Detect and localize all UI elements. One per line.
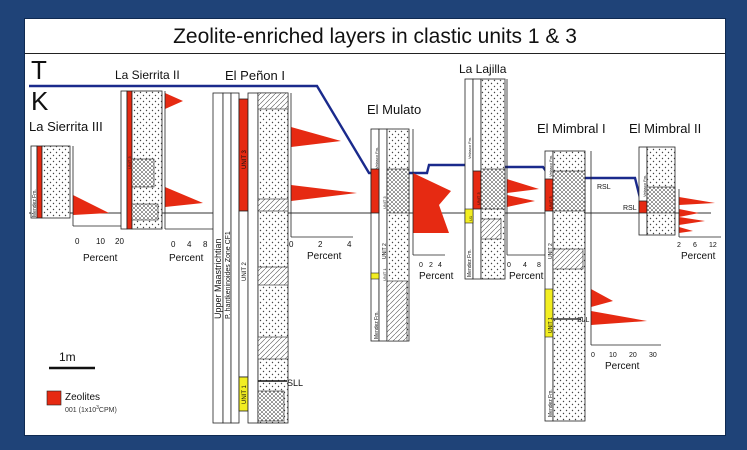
section-el-mimbral-i: El Mimbral I Velasco Fm. Mendez Fm. UNIT… <box>537 121 661 422</box>
axis-tick: 2 <box>429 262 433 269</box>
section-la-sierrita-ii: La Sierrita II UNIT 3 0 4 8 Percent <box>115 68 217 264</box>
axis-tick: 8 <box>203 240 208 249</box>
axis-tick: 6 <box>693 242 697 249</box>
boundary-lower-label: K <box>31 86 49 116</box>
axis-tick: 0 <box>419 262 423 269</box>
unit-label: UNIT 2 <box>548 243 554 259</box>
scale-bar-label: 1m <box>59 350 76 364</box>
zeolite-profile <box>413 173 451 233</box>
unit-label: UNIT 1 <box>548 317 554 333</box>
formation-label: Mendez Fm. <box>548 389 554 417</box>
zeolite-profile <box>591 289 613 307</box>
unit-label: UNIT 1 <box>242 384 248 404</box>
zeolite-profile <box>507 179 539 193</box>
axis-tick: 0 <box>591 352 595 359</box>
unit-label: UNIT 3 <box>548 196 553 209</box>
formation-label: Velasco Fm. <box>374 147 379 169</box>
marker-label: RSL <box>623 205 637 212</box>
axis-tick: 20 <box>115 237 124 246</box>
marker-label: SLL <box>287 378 303 388</box>
axis-label: Percent <box>681 251 716 262</box>
boundary-upper-label: T <box>31 55 47 85</box>
axis-tick: 2 <box>318 240 323 249</box>
unit-label: UNIT 3 <box>242 149 248 169</box>
zone-label: P. hantkeninoides Zone CF1 <box>225 231 232 319</box>
zeolite-profile <box>679 197 715 205</box>
axis-label: Percent <box>83 253 118 264</box>
figure-panel: Zeolite-enriched layers in clastic units… <box>24 18 726 436</box>
stratigraphic-diagram: T K La Sierrita III Mendez Fm. 0 10 20 P… <box>29 55 721 424</box>
marker-label: RSL <box>597 184 611 191</box>
axis-tick: 8 <box>537 262 541 269</box>
axis-tick: 0 <box>75 237 80 246</box>
axis-tick: 0 <box>289 240 294 249</box>
axis-tick: 2 <box>677 242 681 249</box>
zeolite-profile <box>165 93 183 109</box>
zeolite-profile <box>291 127 341 147</box>
marker-label: SLL <box>577 317 590 324</box>
section-la-sierrita-iii: La Sierrita III Mendez Fm. 0 10 20 Perce… <box>29 119 124 264</box>
formation-label: Velasco Fm. <box>467 137 472 159</box>
axis-tick: 0 <box>171 240 176 249</box>
axis-label: Percent <box>605 361 640 372</box>
axis-tick: 4 <box>438 262 442 269</box>
figure-title: Zeolite-enriched layers in clastic units… <box>173 25 577 48</box>
legend-swatch-zeolites <box>46 390 62 406</box>
unit-label: UNIT 1 <box>382 268 387 281</box>
section-el-mulato: El Mulato Velasco Fm. Mendez Fm. UNIT 3 … <box>367 102 454 342</box>
axis-tick: 4 <box>347 240 352 249</box>
formation-label: Mendez Fm. <box>467 249 473 277</box>
section-title: La Sierrita II <box>115 68 180 82</box>
axis-tick: 0 <box>507 262 511 269</box>
unit-label: UNIT 3 <box>476 192 481 205</box>
section-title: El Mulato <box>367 102 421 117</box>
axis-tick: 20 <box>629 352 637 359</box>
stage-label: Upper Maastrichtian <box>213 238 223 319</box>
unit-label: UNIT 3 <box>382 196 387 209</box>
axis-label: Percent <box>419 271 454 282</box>
axis-tick: 4 <box>523 262 527 269</box>
section-la-lajilla: La Lajilla Velasco Fm. Mendez Fm. UNIT 3… <box>459 62 545 282</box>
zeolite-profile <box>679 227 693 233</box>
zeolite-profile <box>291 185 357 201</box>
section-el-mimbral-ii: El Mimbral II Velasco Fm. RSL 2 6 12 Per… <box>623 121 721 262</box>
axis-tick: 30 <box>649 352 657 359</box>
section-el-penon-i: El Peñon I Upper Maastrichtian P. hantke… <box>212 68 357 424</box>
formation-label: Velasco Fm. <box>548 155 553 177</box>
zeolite-profile <box>165 187 203 207</box>
section-title: La Sierrita III <box>29 119 103 134</box>
scale-bar: 1m <box>49 350 95 370</box>
unit-label: UNIT 2 <box>382 243 388 259</box>
zeolite-profile <box>591 311 647 325</box>
unit-label: UNIT 2 <box>242 261 248 281</box>
zeolite-profile <box>679 209 699 217</box>
zeolite-profile <box>507 195 535 207</box>
section-title: El Mimbral I <box>537 121 606 136</box>
legend-label: Zeolites <box>65 392 100 403</box>
axis-tick: 4 <box>187 240 192 249</box>
section-title: La Lajilla <box>459 62 507 76</box>
section-title: El Peñon I <box>225 68 285 83</box>
axis-tick: 12 <box>709 242 717 249</box>
formation-label: Velasco Fm. <box>642 175 647 197</box>
formation-label: Mendez Fm. <box>32 189 38 217</box>
legend: Zeolites 001 (1x103CPM) <box>46 390 117 414</box>
formation-label: Mendez Fm. <box>374 311 380 339</box>
zeolite-profile <box>679 217 705 225</box>
legend-sublabel: 001 (1x103CPM) <box>65 405 117 414</box>
unit-label: UNIT 3 <box>127 156 132 169</box>
zeolite-profile <box>73 195 109 215</box>
axis-label: Percent <box>307 251 342 262</box>
axis-label: Percent <box>169 253 204 264</box>
title-rule <box>25 53 725 54</box>
axis-tick: 10 <box>96 237 105 246</box>
axis-tick: 10 <box>609 352 617 359</box>
axis-label: Percent <box>509 271 544 282</box>
section-title: El Mimbral II <box>629 121 701 136</box>
unit-label: U1 <box>468 215 473 221</box>
